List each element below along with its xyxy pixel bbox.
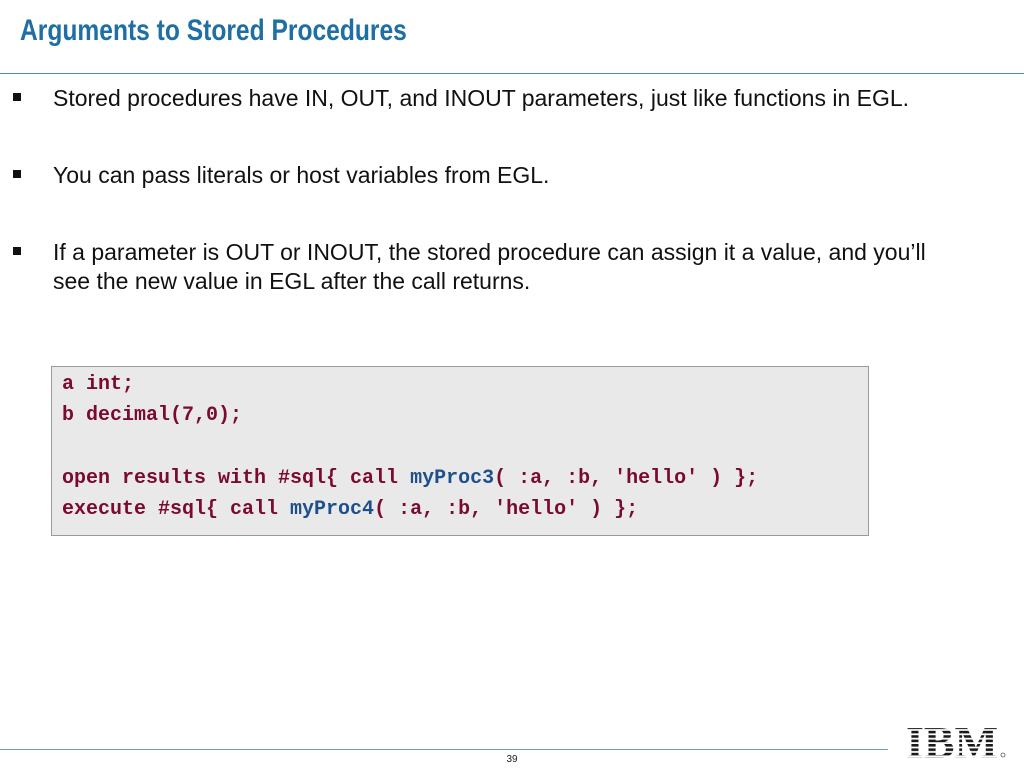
ibm-logo-text: IBM [906,722,998,762]
code-identifier: myProc3 [410,467,495,490]
bullet-text: You can pass literals or host variables … [53,162,550,188]
code-token: int; [86,373,135,396]
code-line-declare-b: b decimal(7,0); [62,404,242,428]
code-line-open-results: open results with #sql{ call myProc3( :a… [62,467,758,491]
footer-divider [0,749,888,750]
code-line-declare-a: a int; [62,373,134,397]
slide-title: Arguments to Stored Procedures [20,14,407,47]
code-line-execute: execute #sql{ call myProc4( :a, :b, 'hel… [62,498,638,522]
bullet-text: Stored procedures have IN, OUT, and INOU… [53,85,910,111]
code-token: open results with #sql{ call [62,467,411,490]
bullet-text: If a parameter is OUT or INOUT, the stor… [53,239,926,294]
bullet-item: If a parameter is OUT or INOUT, the stor… [0,238,1024,296]
code-token: execute #sql{ call [62,498,291,521]
square-bullet-icon [13,247,21,255]
bullet-item: Stored procedures have IN, OUT, and INOU… [0,84,1024,113]
square-bullet-icon [13,93,21,101]
code-token: ( :a, :b, 'hello' ) }; [494,467,759,490]
code-token: a [62,373,87,396]
title-divider [0,73,1024,74]
code-token: b [62,404,87,427]
bullet-item: You can pass literals or host variables … [0,161,1024,190]
code-token: decimal(7,0); [86,404,243,427]
page-number: 39 [506,754,518,765]
code-token: ( :a, :b, 'hello' ) }; [374,498,639,521]
bullet-list: Stored procedures have IN, OUT, and INOU… [0,84,1024,296]
ibm-logo-icon: IBM [906,722,1006,762]
code-identifier: myProc4 [290,498,375,521]
code-block: a int; b decimal(7,0); open results with… [51,366,869,536]
square-bullet-icon [13,170,21,178]
